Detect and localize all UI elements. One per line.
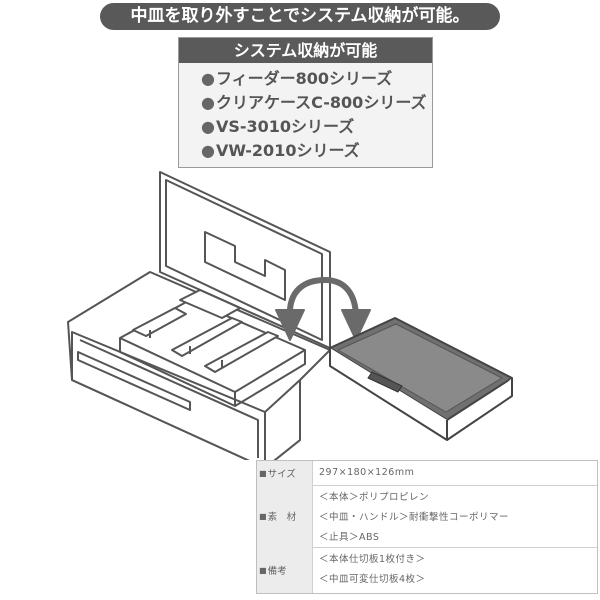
spec-label: 備考 xyxy=(267,566,287,577)
system-storage-list: フィーダー800シリーズ クリアケースC-800シリーズ VS-3010シリーズ… xyxy=(179,63,432,163)
spec-row-notes: ■備考 ＜本体仕切板1枚付き＞ ＜中皿可変仕切板4枚＞ xyxy=(257,547,597,593)
inner-tray xyxy=(119,289,306,407)
spec-value: ＜本体＞ポリプロピレン xyxy=(319,492,430,503)
spec-value: ＜本体仕切板1枚付き＞ xyxy=(319,554,426,565)
list-item: VS-3010シリーズ xyxy=(201,115,432,139)
system-storage-title: システム収納が可能 xyxy=(179,38,432,63)
list-item: クリアケースC-800シリーズ xyxy=(201,91,432,115)
list-item: フィーダー800シリーズ xyxy=(201,67,432,91)
spec-table: ■サイズ 297×180×126mm ■素 材 ＜本体＞ポリプロピレン ＜中皿・… xyxy=(256,460,598,594)
spec-label: 素 材 xyxy=(267,512,297,523)
rotate-arrow-icon xyxy=(286,277,359,319)
system-storage-box: システム収納が可能 フィーダー800シリーズ クリアケースC-800シリーズ V… xyxy=(178,37,433,168)
spec-row-size: ■サイズ 297×180×126mm xyxy=(257,461,597,486)
spec-label: サイズ xyxy=(267,469,296,480)
spec-value: ＜中皿・ハンドル＞耐衝撃性コーポリマー xyxy=(319,512,510,523)
top-banner: 中皿を取り外すことでシステム収納が可能。 xyxy=(100,3,500,30)
spec-value: ＜中皿可変仕切板4枚＞ xyxy=(319,574,426,585)
spec-value: ＜止具＞ABS xyxy=(319,532,380,543)
spec-row-material: ■素 材 ＜本体＞ポリプロピレン ＜中皿・ハンドル＞耐衝撃性コーポリマー ＜止具… xyxy=(257,485,597,548)
spec-value: 297×180×126mm xyxy=(319,467,415,478)
stackable-case xyxy=(329,317,513,441)
product-illustration xyxy=(67,171,513,460)
list-item: VW-2010シリーズ xyxy=(201,139,432,163)
